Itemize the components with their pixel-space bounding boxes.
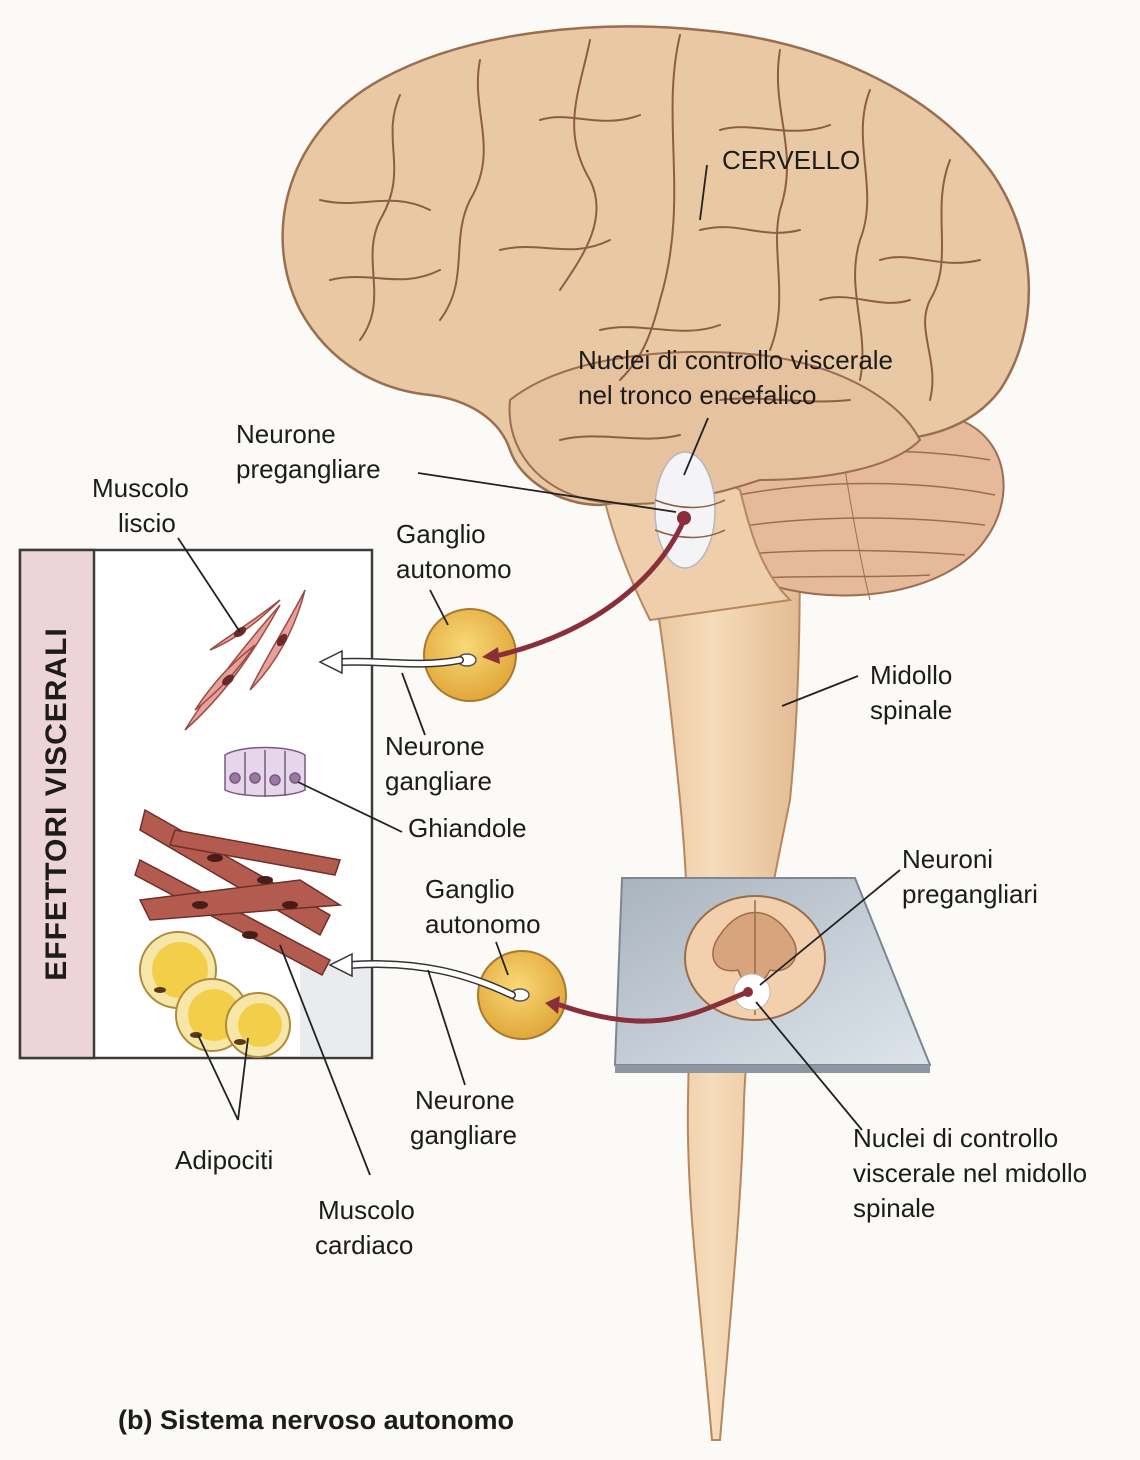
label-ganglio-top-line1: Ganglio	[396, 516, 486, 552]
label-neurone-gangliare-top-line2: gangliare	[385, 763, 492, 799]
label-ganglio-bottom-line1: Ganglio	[425, 871, 515, 907]
effectors-title-box: EFFETTORI VISCERALI	[20, 550, 94, 1058]
label-nuclei-tronco-line2: nel tronco encefalico	[578, 377, 816, 413]
label-muscolo-liscio-line2: liscio	[118, 505, 176, 541]
label-nuclei-tronco-line1: Nuclei di controllo viscerale	[578, 342, 893, 378]
label-adipociti: Adipociti	[175, 1142, 273, 1178]
cerebrum	[283, 27, 1029, 505]
label-midollo-line1: Midollo	[870, 657, 952, 693]
label-muscolo-cardiaco-line1: Muscolo	[318, 1192, 415, 1228]
label-neurone-pregangliare-line2: pregangliare	[236, 451, 381, 487]
figure-caption: (b) Sistema nervoso autonomo	[118, 1402, 514, 1438]
spinal-cord-cross-section	[685, 896, 825, 1020]
label-neurone-gangliare-bottom-line1: Neurone	[415, 1082, 515, 1118]
label-neuroni-pregangliari-line1: Neuroni	[902, 841, 993, 877]
label-ghiandole: Ghiandole	[408, 810, 527, 846]
label-cervello: CERVELLO	[722, 142, 860, 178]
label-nuclei-midollo-line3: spinale	[853, 1190, 935, 1226]
label-muscolo-cardiaco-line2: cardiaco	[315, 1227, 413, 1263]
label-ganglio-top-line2: autonomo	[396, 551, 512, 587]
label-neuroni-pregangliari-line2: pregangliari	[902, 876, 1038, 912]
effectors-title: EFFETTORI VISCERALI	[40, 627, 74, 980]
label-neurone-gangliare-top-line1: Neurone	[385, 728, 485, 764]
label-neurone-gangliare-bottom-line2: gangliare	[410, 1117, 517, 1153]
label-muscolo-liscio-line1: Muscolo	[92, 470, 189, 506]
label-nuclei-midollo-line2: viscerale nel midollo	[853, 1155, 1087, 1191]
gland-cells	[225, 748, 305, 798]
label-ganglio-bottom-line2: autonomo	[425, 906, 541, 942]
label-nuclei-midollo-line1: Nuclei di controllo	[853, 1120, 1058, 1156]
label-neurone-pregangliare-line1: Neurone	[236, 416, 336, 452]
label-midollo-line2: spinale	[870, 692, 952, 728]
